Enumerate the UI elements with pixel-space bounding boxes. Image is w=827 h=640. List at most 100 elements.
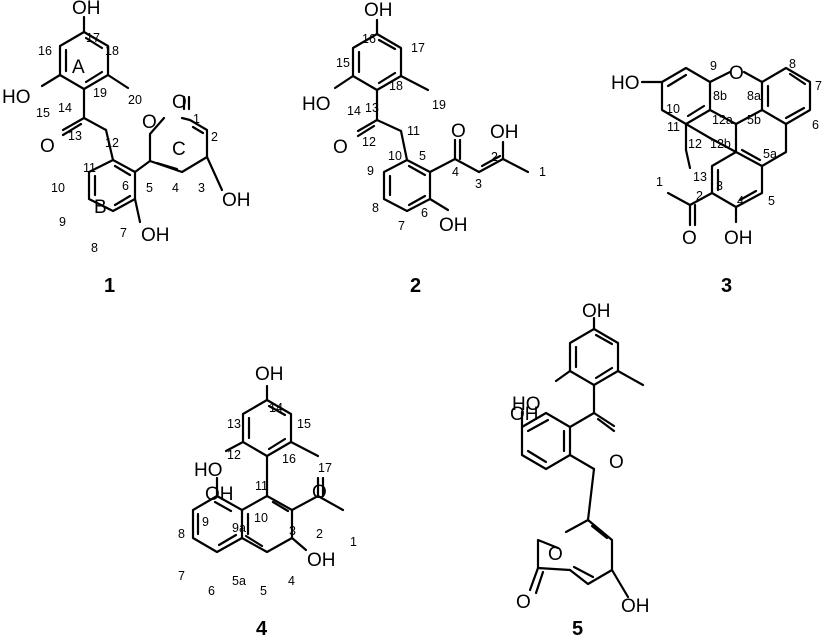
- compound-3-o-2: O: [682, 228, 697, 249]
- compound-4-num-5: 5: [260, 584, 267, 598]
- compound-4-o-2: O: [312, 482, 327, 503]
- compound-1-num-3: 3: [198, 181, 205, 195]
- compound-2-o-12: O: [333, 137, 348, 158]
- compound-4-structure: OH HO OH O OH 14 13 15 12 16 17 11 9 10 …: [178, 364, 357, 598]
- compound-4-num-17: 17: [318, 461, 332, 475]
- compound-1-num-13: 13: [68, 129, 82, 143]
- compound-4-num-13: 13: [227, 417, 241, 431]
- compound-2-oh-2: OH: [490, 122, 519, 143]
- compound-1-num-7: 7: [120, 226, 127, 240]
- compound-1-num-16: 16: [38, 44, 52, 58]
- compound-2-num-15: 15: [336, 56, 350, 70]
- compound-2-oh-6: OH: [439, 215, 468, 236]
- compound-4-oh-9: OH: [205, 484, 234, 505]
- compound-3-num-8: 8: [789, 57, 796, 71]
- compound-1-o-1: O: [172, 92, 187, 113]
- compound-4-num-14: 14: [269, 401, 283, 415]
- compound-2-num-7: 7: [398, 219, 405, 233]
- compound-3-num-9: 9: [710, 59, 717, 73]
- compound-1-label: 1: [104, 275, 115, 297]
- compound-5-oh-top: OH: [582, 301, 611, 322]
- compound-2-num-4: 4: [452, 165, 459, 179]
- compound-1-oh-7: OH: [141, 225, 170, 246]
- compound-4-num-12: 12: [227, 448, 241, 462]
- compound-2-label: 2: [410, 275, 421, 297]
- compound-2-ho-14: HO: [302, 94, 331, 115]
- compound-5-o-ketone: O: [609, 452, 624, 473]
- compound-1-num-12: 12: [105, 136, 119, 150]
- compound-1-num-1: 1: [193, 112, 200, 126]
- compound-3-num-10: 10: [666, 102, 680, 116]
- compound-1-num-19: 19: [93, 86, 107, 100]
- compound-4-num-1: 1: [350, 535, 357, 549]
- compound-3-num-4: 4: [737, 194, 744, 208]
- compound-1-num-15: 15: [36, 106, 50, 120]
- compound-1-num-11: 11: [83, 161, 96, 175]
- compound-3-num-1: 1: [656, 175, 663, 189]
- compound-4-num-7: 7: [178, 569, 185, 583]
- compound-3-ho-10: HO: [611, 73, 640, 94]
- compound-1-num-9: 9: [59, 215, 66, 229]
- compound-5-oh-phenol: OH: [510, 404, 539, 425]
- compound-2-structure: OH HO O O OH OH 16 17 15 18 19 14 13 12 …: [302, 0, 546, 236]
- compound-3-num-13: 13: [693, 170, 707, 184]
- compound-4-num-5a: 5a: [232, 574, 246, 588]
- compound-2-num-1: 1: [539, 165, 546, 179]
- compound-2-num-12: 12: [362, 135, 376, 149]
- compound-3-num-5a: 5a: [763, 147, 777, 161]
- compound-3-num-11: 11: [667, 120, 680, 134]
- compound-3-num-6: 6: [812, 118, 819, 132]
- compound-1-oh-17: OH: [72, 0, 101, 19]
- compound-2-num-6: 6: [421, 206, 428, 220]
- compound-2-num-2: 2: [491, 150, 498, 164]
- compound-2-num-17: 17: [411, 41, 425, 55]
- compound-2-o-4: O: [451, 121, 466, 142]
- compound-1-ring-label-b: B: [94, 197, 107, 218]
- compound-3-oh-4: OH: [724, 228, 753, 249]
- compound-3-num-5b: 5b: [747, 113, 761, 127]
- compound-4-num-16: 16: [282, 452, 296, 466]
- compound-1-ring-label-a: A: [72, 57, 85, 78]
- compound-3-num-2: 2: [696, 189, 703, 203]
- compound-3-o-bridge: O: [729, 63, 744, 84]
- compound-2-oh-16: OH: [364, 0, 393, 21]
- compound-3-label: 3: [721, 275, 732, 297]
- compound-5-structure: OH HO OH O O O OH: [510, 301, 650, 617]
- compound-4-oh-4: OH: [307, 550, 336, 571]
- compound-1-o-ring: O: [142, 112, 157, 133]
- compound-4-num-4: 4: [288, 574, 295, 588]
- compound-4-num-15: 15: [297, 417, 311, 431]
- compound-3-num-5: 5: [768, 194, 775, 208]
- compound-1-num-17: 17: [86, 31, 100, 45]
- compound-4-num-2: 2: [316, 527, 323, 541]
- compound-4-num-3: 3: [289, 524, 296, 538]
- compound-3-num-12b: 12b: [710, 137, 731, 151]
- compound-1-num-20: 20: [128, 93, 142, 107]
- compound-2-num-13: 13: [365, 101, 379, 115]
- compound-1-ring-label-c: C: [172, 139, 186, 160]
- compound-3-num-8a: 8a: [747, 89, 761, 103]
- compound-4-num-9: 9: [202, 515, 209, 529]
- compound-1-structure: OH HO O O O OH OH A B C 17 1 8 16 19 20 1…: [2, 0, 251, 255]
- compound-1-num-8: 8: [91, 241, 98, 255]
- compound-5-oh-pyranone: OH: [621, 596, 650, 617]
- compound-1-oh-3: OH: [222, 190, 251, 211]
- compound-4-num-10: 10: [254, 511, 268, 525]
- compound-2-num-5: 5: [419, 149, 426, 163]
- compound-4-ho-12: HO: [194, 460, 223, 481]
- compound-1-num-14: 14: [58, 101, 72, 115]
- compound-4-num-6: 6: [208, 584, 215, 598]
- compound-1-ho-15: HO: [2, 87, 31, 108]
- compound-5-o-ring: O: [548, 544, 563, 565]
- compound-4-label: 4: [256, 618, 268, 640]
- compound-4-num-9a: 9a: [232, 521, 246, 535]
- compound-1-num-6: 6: [122, 179, 129, 193]
- compound-4-oh-14: OH: [255, 364, 284, 385]
- compound-1-o-13: O: [40, 136, 55, 157]
- compound-2-num-11: 11: [407, 124, 420, 138]
- compound-4-num-8: 8: [178, 527, 185, 541]
- compound-3-num-12a: 12a: [712, 113, 733, 127]
- compound-2-num-18: 18: [389, 79, 403, 93]
- compound-1-num-10: 10: [51, 181, 65, 195]
